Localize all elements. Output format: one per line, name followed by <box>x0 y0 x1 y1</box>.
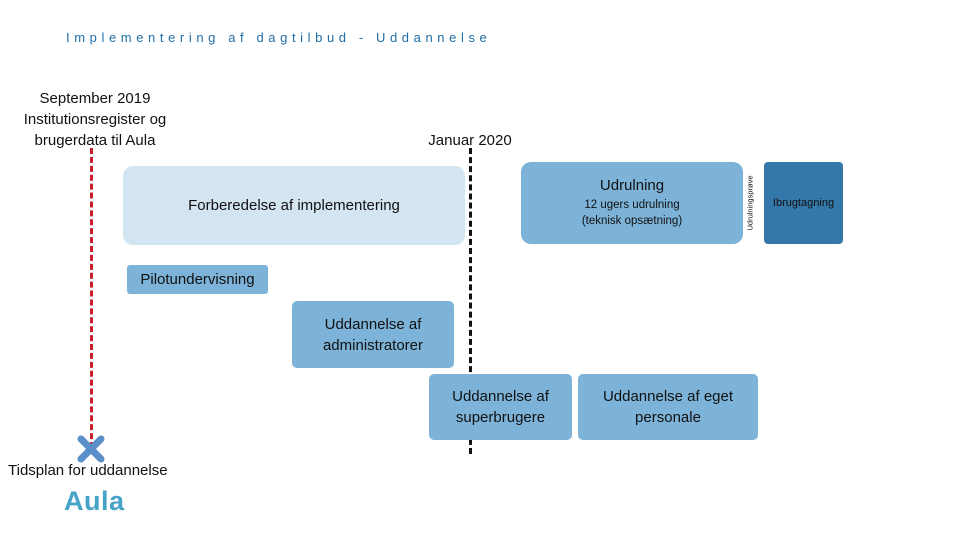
training-pilot: Pilotundervisning <box>127 265 268 294</box>
rollout-detail-2: (teknisk opsætning) <box>581 215 683 227</box>
aula-logo: Aula <box>64 486 125 516</box>
phase-preparation: Forberedelse af implementering <box>123 166 465 245</box>
cross-icon <box>77 435 105 463</box>
milestone-line-3: brugerdata til Aula <box>34 132 156 149</box>
rollout-title: Udrulning <box>599 177 665 194</box>
milestone-september-2019: September 2019 Institutionsregister og b… <box>10 88 180 151</box>
milestone-date: September 2019 <box>39 90 151 107</box>
training-superusers-line-2: superbrugere <box>455 409 546 426</box>
training-superusers: Uddannelse af superbrugere <box>429 374 572 440</box>
training-own-staff-line-2: personale <box>635 409 701 426</box>
training-administrators-line-1: Uddannelse af <box>324 315 422 333</box>
rollout-test-label: Udrulningsprøve <box>745 175 755 231</box>
milestone-januar-2020: Januar 2020 <box>428 132 512 149</box>
phase-adoption: Ibrugtagning <box>764 162 843 244</box>
start-marker-line <box>90 148 93 448</box>
training-administrators: Uddannelse af administratorer <box>292 301 454 368</box>
january-marker-line <box>469 148 472 454</box>
schedule-caption: Tidsplan for uddannelse <box>8 462 168 479</box>
phase-rollout: Udrulning 12 ugers udrulning (teknisk op… <box>521 162 743 244</box>
training-own-staff: Uddannelse af eget personale <box>578 374 758 440</box>
training-own-staff-line-1: Uddannelse af eget <box>602 388 734 405</box>
rollout-detail-1: 12 ugers udrulning <box>584 199 680 211</box>
training-superusers-line-1: Uddannelse af <box>452 388 549 405</box>
training-administrators-line-2: administratorer <box>322 336 424 354</box>
page-title: Implementering af dagtilbud - Uddannelse <box>66 30 492 45</box>
milestone-line-2: Institutionsregister og <box>23 111 167 128</box>
phase-rollout-test: Udrulningsprøve <box>743 162 757 244</box>
